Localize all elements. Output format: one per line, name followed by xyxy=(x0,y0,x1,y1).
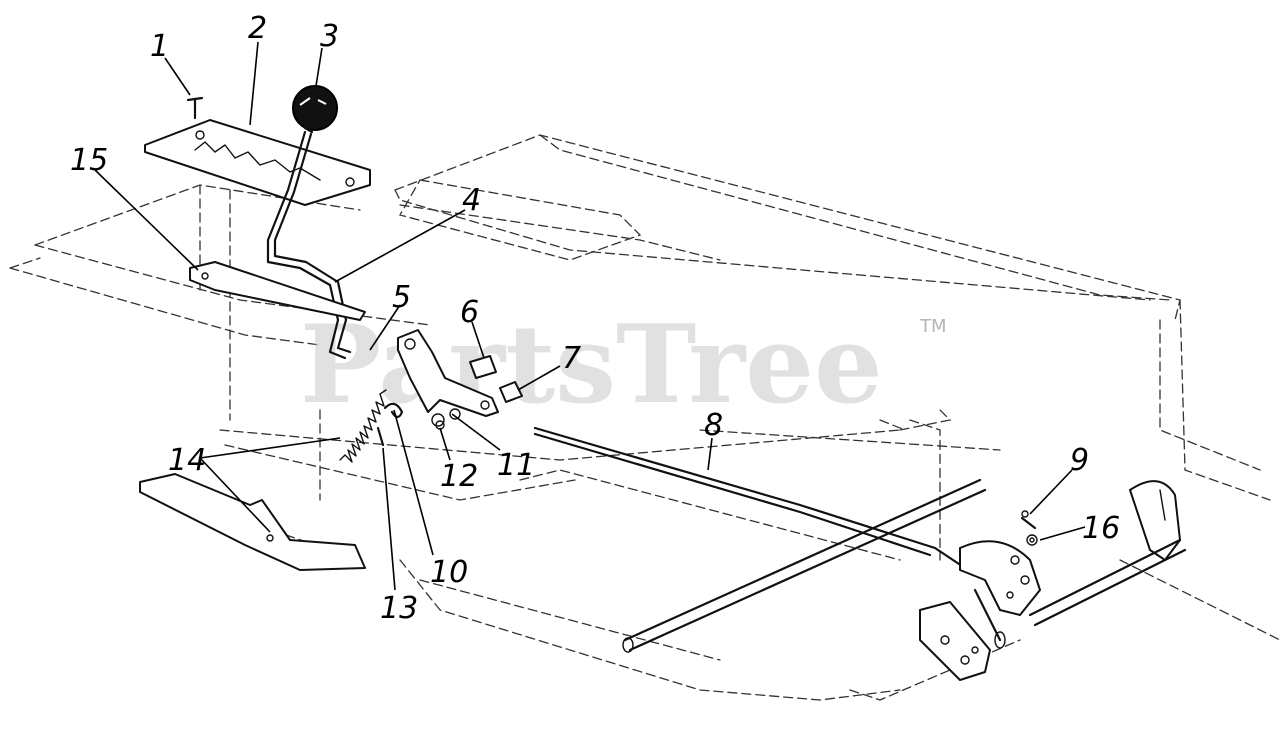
callout-8: 8 xyxy=(704,408,723,443)
spring-anchor-bracket xyxy=(139,473,366,571)
callout-1: 1 xyxy=(150,29,169,64)
transmission-arm-axle xyxy=(1028,480,1187,627)
shift-knob xyxy=(292,85,338,134)
cotter-pin xyxy=(376,426,385,447)
shift-lever xyxy=(266,130,352,360)
callout-16: 16 xyxy=(1082,511,1120,546)
callout-12: 12 xyxy=(440,459,478,494)
screw xyxy=(186,96,204,120)
transmission-shift-plate xyxy=(919,540,1041,681)
flat-washer xyxy=(1026,534,1038,546)
shift-plate xyxy=(144,119,371,206)
watermark-trademark: TM xyxy=(919,316,947,337)
shift-arm xyxy=(397,329,499,427)
callout-9: 9 xyxy=(1070,443,1089,478)
shift-rod xyxy=(533,426,967,570)
shift-rod-nut xyxy=(499,381,523,403)
callout-3: 3 xyxy=(320,19,339,54)
callout-5: 5 xyxy=(392,280,411,315)
callout-13: 13 xyxy=(380,591,418,626)
callout-4: 4 xyxy=(462,183,481,218)
pivot-bracket xyxy=(189,261,366,321)
callout-14: 14 xyxy=(168,443,206,478)
extension-spring xyxy=(339,389,387,463)
callout-2: 2 xyxy=(248,11,267,46)
callout-6: 6 xyxy=(460,295,479,330)
clevis-pin xyxy=(1020,510,1037,530)
callout-15: 15 xyxy=(70,143,108,178)
callout-labels: 1 2 3 4 5 6 7 8 9 10 11 12 13 14 15 16 xyxy=(70,11,1120,626)
watermark-logo: PartsTree xyxy=(300,302,883,428)
callout-7: 7 xyxy=(562,341,581,376)
callout-10: 10 xyxy=(430,555,468,590)
cross-shaft xyxy=(622,478,987,653)
callout-11: 11 xyxy=(497,448,535,483)
leader-lines xyxy=(94,41,1086,591)
